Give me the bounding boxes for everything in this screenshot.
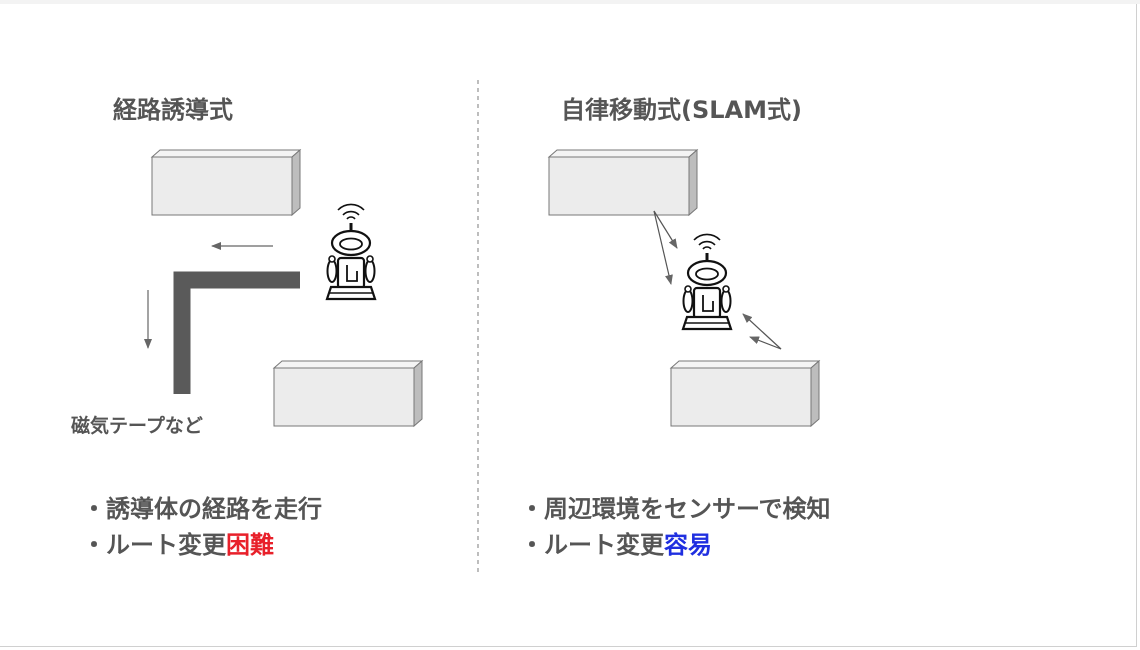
left-bullet-2: ・ルート変更困難: [82, 527, 274, 563]
sensor-arrow-icon: [653, 210, 673, 285]
bullet-text: ・ルート変更: [82, 531, 226, 559]
right-title: 自律移動式(SLAM式): [561, 96, 802, 124]
top-edge: [0, 0, 1140, 4]
tape-label: 磁気テープなど: [71, 415, 203, 437]
ease-highlight: 容易: [664, 531, 712, 559]
sensor-arrow-icon: [653, 210, 678, 249]
sensor-arrow-icon: [742, 313, 782, 350]
bullet-text: ・周辺環境をセンサーで検知: [520, 495, 831, 523]
magnetic-tape-path: [173, 271, 300, 394]
sensor-arrow-icon: [749, 336, 782, 350]
obstacle-box-right-bottom: [670, 360, 820, 427]
obstacle-box-left-top: [151, 149, 301, 216]
robot-icon: [681, 232, 733, 331]
right-bullet-2: ・ルート変更容易: [520, 527, 712, 563]
left-bullet-1: ・誘導体の経路を走行: [82, 491, 322, 527]
obstacle-box-left-bottom: [273, 360, 423, 427]
robot-icon: [325, 202, 377, 301]
left-title: 経路誘導式: [113, 96, 233, 124]
right-bullet-1: ・周辺環境をセンサーで検知: [520, 491, 831, 527]
difficulty-highlight: 困難: [226, 531, 274, 559]
bullet-text: ・ルート変更: [520, 531, 664, 559]
bullet-text: ・誘導体の経路を走行: [82, 495, 322, 523]
obstacle-box-right-top: [548, 149, 698, 216]
